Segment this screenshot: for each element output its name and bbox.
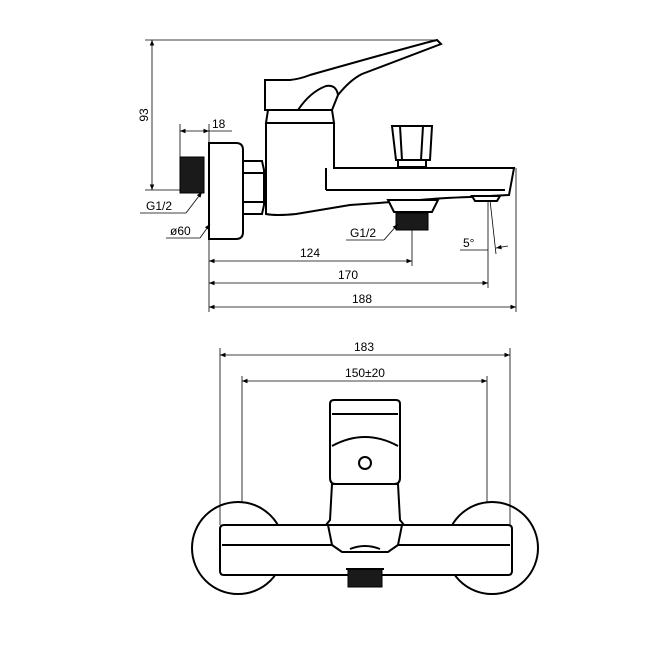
hex-nut bbox=[242, 160, 265, 215]
dim-188-label: 188 bbox=[352, 292, 372, 306]
inlet-connector bbox=[179, 156, 205, 194]
dim-overall-width: 183 bbox=[220, 340, 510, 358]
dim-170: 170 bbox=[209, 268, 488, 286]
front-handle bbox=[329, 399, 401, 485]
leader-outlet-thread: G1/2 bbox=[346, 223, 399, 241]
mixer-body bbox=[265, 122, 516, 216]
front-view: 183 150±20 bbox=[191, 340, 539, 595]
dim-centers: 150±20 bbox=[242, 366, 487, 384]
dim-height-label: 93 bbox=[137, 108, 151, 122]
dim-height: 93 bbox=[137, 39, 437, 191]
dim-wall-offset: 18 bbox=[179, 117, 232, 157]
dim-124-label: 124 bbox=[300, 246, 320, 260]
leader-rosette-diameter: ø60 bbox=[166, 223, 211, 239]
outlet-thread-block bbox=[395, 212, 429, 231]
spout-angle-label: 5° bbox=[463, 236, 475, 250]
inlet-thread-label: G1/2 bbox=[146, 199, 172, 213]
outlet-connector bbox=[386, 199, 440, 213]
side-view: 93 18 G1/2 ø60 G1/2 bbox=[137, 38, 517, 312]
cartridge-cap bbox=[264, 109, 336, 124]
wall-rosette bbox=[208, 142, 244, 240]
lever-handle bbox=[264, 38, 443, 111]
front-handle-indicator bbox=[358, 456, 372, 470]
leader-inlet-thread: G1/2 bbox=[140, 191, 203, 214]
dim-centers-label: 150±20 bbox=[345, 366, 385, 380]
dim-overall-width-label: 183 bbox=[354, 340, 374, 354]
rosette-diameter-label: ø60 bbox=[170, 224, 191, 238]
diverter-knob bbox=[390, 125, 434, 161]
dim-wall-offset-label: 18 bbox=[212, 117, 226, 131]
outlet-thread-label: G1/2 bbox=[350, 226, 376, 240]
dim-spout-angle: 5° bbox=[460, 199, 509, 255]
dim-188: 188 bbox=[209, 292, 516, 310]
front-spout bbox=[326, 524, 404, 553]
front-outlet-thread bbox=[347, 568, 383, 588]
dim-124: 124 bbox=[209, 246, 412, 264]
dim-170-label: 170 bbox=[338, 268, 358, 282]
aerator bbox=[470, 195, 502, 202]
